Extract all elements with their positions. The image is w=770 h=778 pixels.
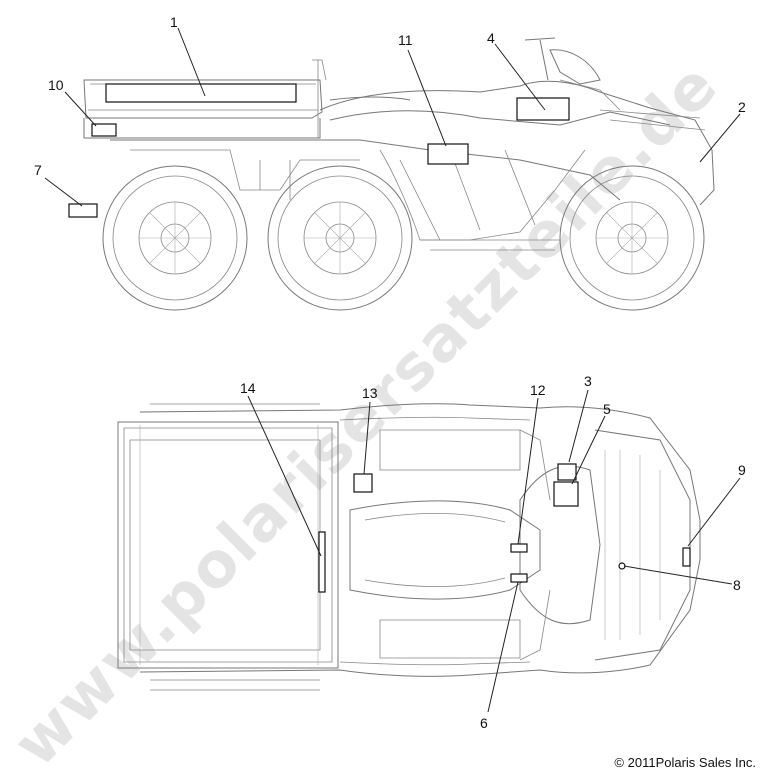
decal-4: [516, 97, 570, 121]
decal-5: [553, 481, 579, 507]
callout-13: 13: [362, 385, 378, 401]
leader-lines: [44, 27, 741, 713]
leader-3: [568, 389, 589, 463]
leader-12: [517, 397, 539, 545]
leader-2: [699, 113, 741, 163]
side-view-vehicle: [83, 37, 715, 251]
decal-10: [91, 123, 117, 137]
callout-4: 4: [487, 30, 495, 46]
leader-11: [407, 49, 447, 147]
decal-12: [510, 543, 528, 553]
callout-10: 10: [48, 77, 64, 93]
leader-14: [247, 395, 322, 557]
callout-14: 14: [240, 380, 256, 396]
leader-8: [623, 565, 733, 585]
callout-7: 7: [34, 162, 42, 178]
decal-11: [427, 143, 469, 165]
decal-1: [105, 83, 297, 103]
leader-5: [571, 415, 606, 485]
leader-1: [177, 27, 206, 97]
decal-7: [68, 203, 98, 218]
side-view-wheels: [102, 165, 705, 311]
rear-wheel-1: [102, 165, 248, 311]
watermark: www.polarisersatzteile.de: [0, 48, 732, 778]
callout-labels: 1 2 3 4 5 6 7 8 9 10 11 12 13 14: [34, 14, 746, 731]
decal-13: [353, 473, 373, 493]
leader-7: [44, 177, 83, 207]
front-wheel: [559, 165, 705, 311]
decal-14: [318, 531, 326, 593]
copyright-notice: © 2011Polaris Sales Inc.: [614, 755, 756, 770]
side-view-decals: [68, 83, 570, 218]
callout-5: 5: [603, 401, 611, 417]
top-view-decals: [318, 463, 691, 593]
decal-3: [557, 463, 577, 481]
rear-wheel-2: [267, 165, 413, 311]
leader-13: [363, 401, 371, 475]
callout-2: 2: [738, 99, 746, 115]
callout-8: 8: [733, 577, 741, 593]
leader-9: [687, 477, 741, 547]
decal-6: [510, 573, 528, 583]
callout-12: 12: [530, 382, 546, 398]
callout-6: 6: [480, 715, 488, 731]
callout-9: 9: [738, 462, 746, 478]
leader-10: [64, 91, 97, 127]
callout-1: 1: [170, 14, 178, 30]
callout-3: 3: [584, 373, 592, 389]
watermark-text: www.polarisersatzteile.de: [0, 48, 732, 778]
decal-9: [682, 547, 691, 567]
leader-6: [487, 581, 519, 713]
callout-11: 11: [398, 32, 413, 48]
leader-4: [494, 43, 546, 111]
